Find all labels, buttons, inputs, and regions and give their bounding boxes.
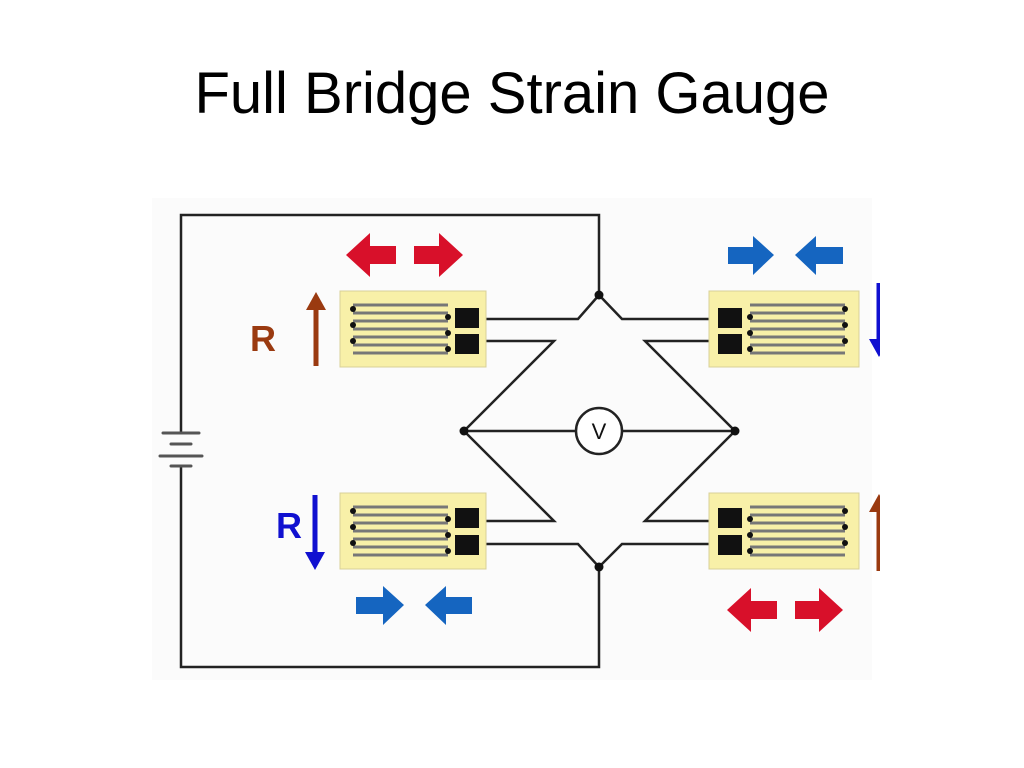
resistance-down-arrow-icon	[305, 495, 325, 570]
bridge-diagram: V	[152, 198, 880, 680]
strain-gauge-top-left	[339, 290, 487, 368]
page-title: Full Bridge Strain Gauge	[194, 61, 830, 126]
resistance-up-arrow-icon	[306, 292, 326, 366]
outward-arrows-icon	[727, 588, 843, 632]
resistance-up-arrow-icon	[869, 494, 880, 571]
gauge-label-bottom-left: R	[276, 505, 302, 546]
battery-icon	[158, 431, 204, 468]
top-supply-wire	[179, 213, 601, 433]
resistance-down-arrow-icon	[869, 283, 880, 357]
junction-dot	[459, 426, 469, 436]
voltmeter-icon: V	[574, 406, 624, 456]
inward-arrows-icon	[356, 586, 472, 625]
strain-gauge-bottom-right	[708, 492, 860, 570]
inward-arrows-icon	[728, 236, 843, 275]
junction-dot	[594, 290, 604, 300]
strain-gauge-top-right	[708, 290, 860, 368]
junction-dot	[730, 426, 740, 436]
junction-dot	[594, 562, 604, 572]
outward-arrows-icon	[346, 233, 463, 277]
diagram-panel	[152, 198, 872, 680]
bottom-supply-wire	[179, 465, 601, 669]
junction-nodes	[459, 290, 740, 572]
voltmeter-label: V	[592, 419, 607, 444]
strain-gauge-bottom-left	[339, 492, 487, 570]
gauge-label-top-left: R	[250, 318, 276, 359]
